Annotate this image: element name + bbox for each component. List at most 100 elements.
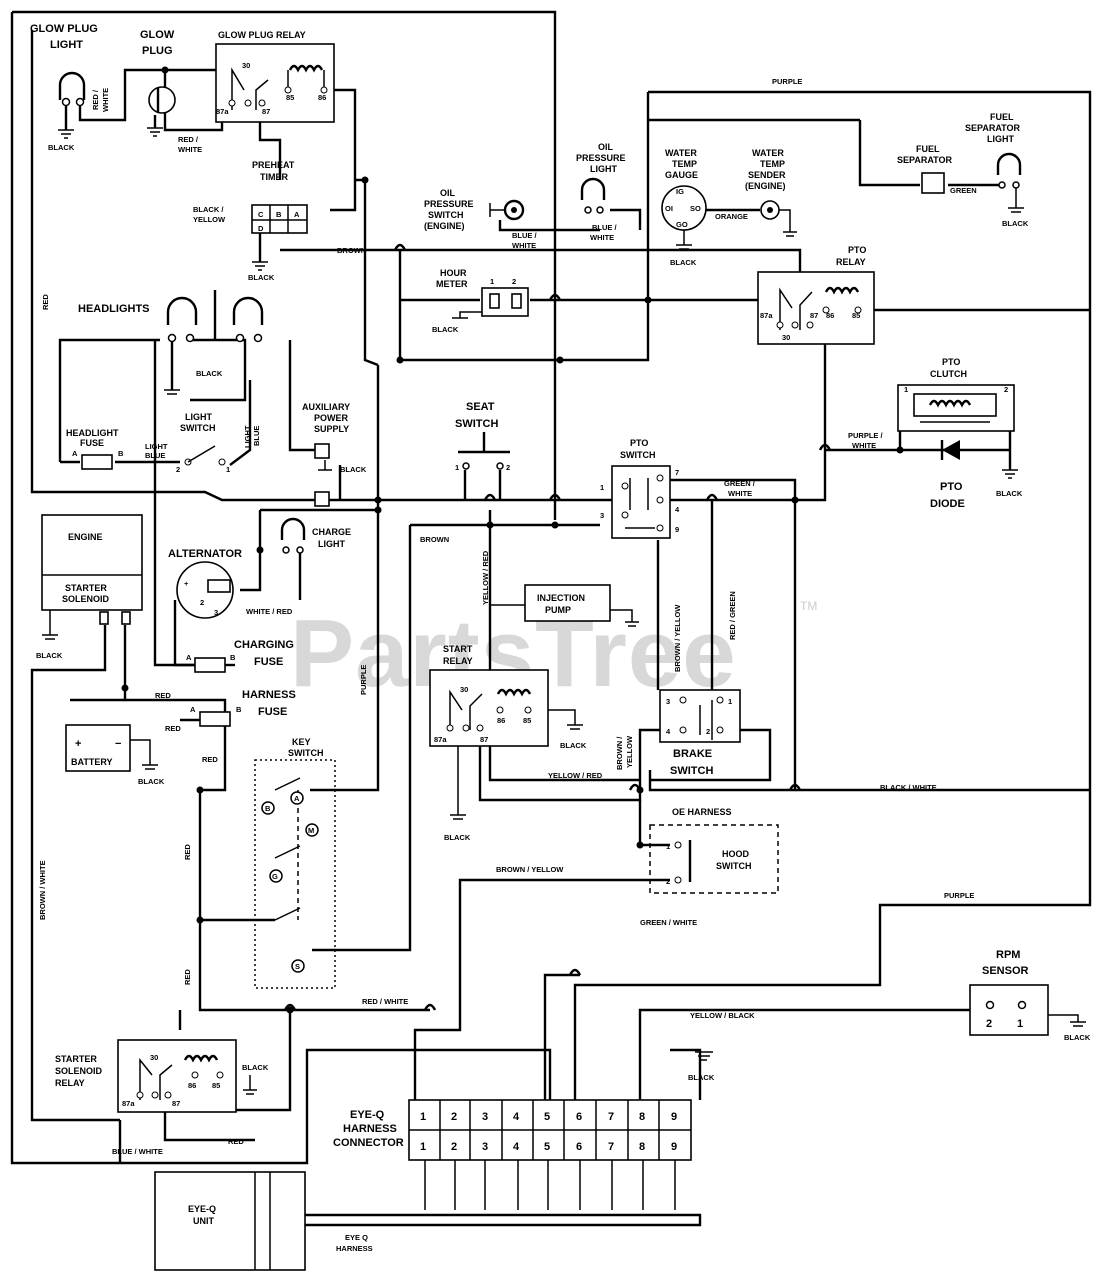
svg-text:30: 30 [242,61,250,70]
svg-text:A: A [294,210,300,219]
svg-text:87a: 87a [434,735,447,744]
svg-text:SWITCH: SWITCH [716,861,752,871]
connector-pin-top-2: 2 [451,1111,457,1123]
svg-text:SWITCH: SWITCH [620,450,656,460]
svg-text:2: 2 [176,465,180,474]
svg-text:SEAT: SEAT [466,401,495,413]
svg-text:RELAY: RELAY [443,656,473,666]
svg-text:85: 85 [852,311,860,320]
svg-text:YELLOW: YELLOW [193,215,226,224]
svg-text:RED /: RED / [178,135,199,144]
svg-text:BLACK: BLACK [996,489,1023,498]
svg-text:LIGHT: LIGHT [318,539,345,549]
pto-relay: PTO RELAY 30 87a 87 85 86 [757,245,875,345]
svg-text:EYE-Q: EYE-Q [188,1204,216,1214]
svg-text:STARTER: STARTER [55,1054,97,1064]
connector-pin-bottom-5: 5 [544,1141,550,1153]
hour-meter: HOUR METER 1 2 BLACK [432,268,529,334]
svg-text:B: B [118,449,124,458]
svg-text:BLACK: BLACK [340,465,367,474]
light-switch: LIGHT SWITCH 2 1 LIGHT BLUE [176,412,261,474]
connector-pin-top-5: 5 [544,1111,550,1123]
svg-text:RED: RED [155,691,171,700]
connector-pin-top-1: 1 [420,1111,426,1123]
svg-text:86: 86 [497,716,505,725]
svg-text:2: 2 [986,1018,992,1030]
wire-label-red-white: RED / WHITE [362,997,408,1006]
svg-text:EYE-Q: EYE-Q [350,1109,385,1121]
wire-label-brown: BROWN [420,535,449,544]
svg-text:A: A [294,794,300,803]
svg-text:BLACK: BLACK [1064,1033,1091,1042]
svg-text:B: B [236,705,242,714]
svg-text:RED /: RED / [91,89,100,110]
svg-text:A: A [190,705,196,714]
connector-pin-top-8: 8 [639,1111,645,1123]
svg-text:A: A [186,653,192,662]
svg-text:1: 1 [666,842,670,851]
svg-text:PLUG: PLUG [142,45,173,57]
svg-text:PTO: PTO [630,438,648,448]
svg-text:87: 87 [262,107,270,116]
svg-text:D: D [258,224,264,233]
battery: + − BATTERY BLACK [65,724,165,786]
svg-text:4: 4 [675,505,680,514]
svg-text:BLUE /: BLUE / [592,223,618,232]
svg-text:M: M [308,826,314,835]
water-temp-gauge: WATER TEMP GAUGE IG OI GO SO BLACK ORANG… [661,148,748,267]
start-relay: START RELAY 30 87a 87 86 85 BLACK BLACK [429,644,587,842]
svg-text:WHITE / RED: WHITE / RED [246,607,293,616]
glow-plug-relay: GLOW PLUG RELAY 30 87a 87 85 86 [215,30,335,123]
svg-text:METER: METER [436,279,468,289]
svg-text:+: + [184,579,189,588]
svg-text:PREHEAT: PREHEAT [252,160,295,170]
svg-text:SWITCH: SWITCH [180,423,216,433]
charging-fuse: CHARGING FUSE A B RED [155,639,294,700]
svg-text:85: 85 [212,1081,220,1090]
svg-text:RELAY: RELAY [836,257,866,267]
svg-text:LIGHT: LIGHT [185,412,212,422]
wire-label-blue-white: BLUE / WHITE [112,1147,163,1156]
svg-text:FUSE: FUSE [258,706,287,718]
svg-text:1: 1 [600,483,604,492]
svg-text:SWITCH: SWITCH [455,418,498,430]
svg-text:START: START [443,644,473,654]
svg-text:2: 2 [1004,385,1008,394]
wire-label-yellow-red: YELLOW / RED [548,771,603,780]
connector-pin-top-3: 3 [482,1111,488,1123]
svg-text:87a: 87a [760,311,773,320]
ground-connector: BLACK [688,1051,715,1082]
svg-text:SENDER: SENDER [748,170,786,180]
svg-text:RED: RED [183,844,192,860]
svg-text:86: 86 [188,1081,196,1090]
wire-label-green-white: GREEN / WHITE [640,918,697,927]
svg-text:KEY: KEY [292,737,311,747]
svg-text:UNIT: UNIT [193,1216,214,1226]
svg-text:TEMP: TEMP [760,159,785,169]
preheat-timer: PREHEAT TIMER C B A D BLACK / YELLOW BLA… [193,160,366,282]
svg-text:7: 7 [675,468,679,477]
eye-q-unit: EYE-Q UNIT EYE Q HARNESS [154,1171,373,1271]
watermark-tm: TM [800,599,817,613]
svg-text:2: 2 [666,877,670,886]
svg-text:PURPLE /: PURPLE / [848,431,884,440]
svg-text:CONNECTOR: CONNECTOR [333,1137,404,1149]
pto-clutch: PTO CLUTCH 1 2 PURPLE / WHITE [848,357,1015,450]
headlights: HEADLIGHTS BLACK [78,296,264,395]
svg-text:1: 1 [728,697,732,706]
svg-text:86: 86 [318,93,326,102]
svg-text:ALTERNATOR: ALTERNATOR [168,548,242,560]
svg-text:BLACK: BLACK [1002,219,1029,228]
svg-text:INJECTION: INJECTION [537,593,585,603]
svg-text:GLOW PLUG RELAY: GLOW PLUG RELAY [218,30,306,40]
svg-text:LIGHT: LIGHT [590,164,617,174]
charge-light: CHARGE LIGHT [280,517,351,554]
svg-text:30: 30 [782,333,790,342]
fuel-separator: FUEL SEPARATOR GREEN [897,144,977,195]
svg-text:SWITCH: SWITCH [428,210,464,220]
svg-text:BLUE: BLUE [145,451,165,460]
wire-label-black-white: BLACK / WHITE [880,783,937,792]
injection-pump: INJECTION PUMP [490,584,639,627]
crossover-hops [283,243,832,1011]
connector-pin-top-9: 9 [671,1111,677,1123]
